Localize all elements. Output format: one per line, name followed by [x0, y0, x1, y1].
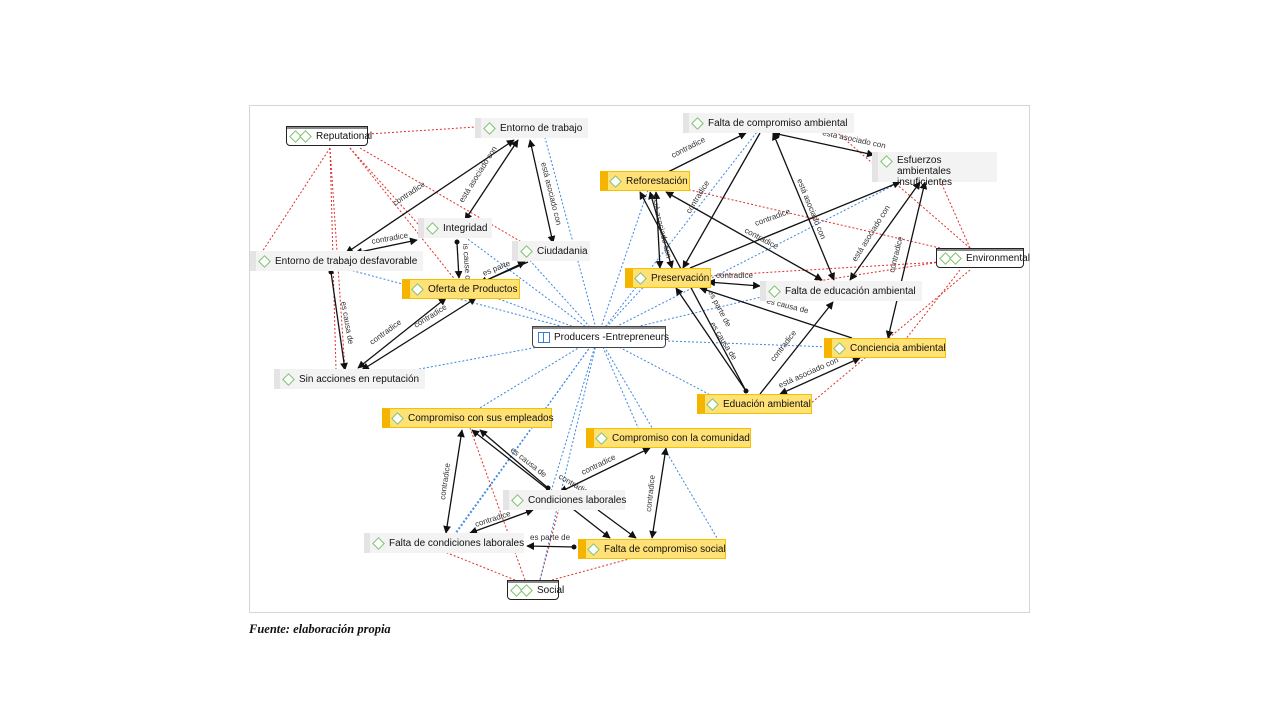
node-label: Falta de compromiso ambiental — [708, 117, 848, 129]
code-icon — [595, 431, 608, 445]
node-sin-acciones-reputacion[interactable]: Sin acciones en reputación — [274, 369, 426, 389]
edge-label: contradice — [412, 302, 449, 329]
edge-label: contradice — [716, 271, 753, 280]
edge-label: es parte de — [530, 533, 571, 542]
code-icon — [258, 254, 271, 268]
code-icon — [609, 174, 622, 188]
node-label: Ciudadania — [537, 245, 588, 257]
node-entorno-desfavorable[interactable]: Entorno de trabajo desfavorable — [250, 251, 424, 271]
node-ciudadania[interactable]: Ciudadania — [512, 241, 590, 261]
node-esfuerzos-ambientales[interactable]: Esfuerzos ambientales insuficientes — [872, 152, 997, 188]
node-label: Reforestación — [626, 175, 688, 187]
code-icon — [299, 129, 312, 143]
edge-label: contradice — [391, 179, 427, 207]
node-falta-compromiso-ambiental[interactable]: Falta de compromiso ambiental — [683, 113, 854, 133]
code-icon — [372, 536, 385, 550]
code-icon — [520, 583, 533, 597]
node-social[interactable]: Social — [507, 580, 564, 600]
node-label: Integridad — [443, 222, 488, 234]
figure-caption: Fuente: elaboración propia — [249, 622, 391, 636]
edge-label: contradice — [644, 474, 657, 512]
node-falta-compromiso-social[interactable]: Falta de compromiso social — [578, 539, 726, 559]
node-entorno-trabajo[interactable]: Entorno de trabajo — [475, 118, 589, 138]
edge-label: contradice — [368, 317, 404, 346]
relation-arrows — [330, 130, 928, 551]
node-compromiso-comunidad[interactable]: Compromiso con la comunidad — [586, 428, 751, 448]
node-label: Eduación ambiental — [723, 398, 811, 410]
code-icon — [768, 284, 781, 298]
code-icon — [706, 397, 719, 411]
code-icon — [833, 341, 846, 355]
node-environmental[interactable]: Environmental — [936, 248, 1030, 268]
node-oferta-productos[interactable]: Oferta de Productos — [402, 279, 520, 299]
node-label: Entorno de trabajo — [500, 122, 583, 134]
node-label-line: insuficientes — [897, 177, 953, 188]
node-producers-entrepreneurs[interactable]: Producers -Entrepreneurs — [532, 326, 670, 348]
code-icon — [949, 251, 962, 265]
node-label: Conciencia ambiental — [850, 342, 946, 354]
edge-label: is cause of — [461, 244, 473, 284]
edge-label: contradice — [670, 135, 707, 160]
code-icon — [483, 121, 496, 135]
node-label: Falta de educación ambiental — [785, 285, 916, 297]
code-icon — [634, 271, 647, 285]
code-icon — [282, 372, 295, 386]
node-reforestacion[interactable]: Reforestación — [600, 171, 690, 191]
node-label: Sin acciones en reputación — [299, 373, 420, 385]
edge-label: contradice — [438, 462, 452, 500]
node-condiciones-laborales[interactable]: Condiciones laborales — [503, 490, 627, 510]
node-label: Preservación — [651, 272, 710, 284]
node-label: Condiciones laborales — [528, 494, 627, 506]
code-icon — [411, 282, 424, 296]
node-label: Esfuerzos ambientales insuficientes — [897, 155, 991, 188]
edge-label: está asociado con — [649, 194, 673, 259]
node-integridad[interactable]: Integridad — [418, 218, 492, 238]
code-icon — [511, 493, 524, 507]
node-compromiso-empleados[interactable]: Compromiso con sus empleados — [382, 408, 554, 428]
node-label: Entorno de trabajo desfavorable — [275, 255, 418, 267]
edge-label: está asociado con — [539, 161, 563, 226]
node-label: Compromiso con la comunidad — [612, 432, 750, 444]
edge-label: es causa de — [339, 301, 355, 346]
node-label: Producers -Entrepreneurs — [554, 331, 670, 343]
node-falta-educacion[interactable]: Falta de educación ambiental — [760, 281, 922, 301]
code-icon — [520, 244, 533, 258]
edge-label: contradice — [474, 509, 512, 529]
node-label: Reputational — [316, 130, 373, 142]
code-icon — [391, 411, 404, 425]
code-icon — [587, 542, 600, 556]
node-preservacion[interactable]: Preservación — [625, 268, 711, 288]
node-label: Oferta de Productos — [428, 283, 518, 295]
edge-label: está asociado con — [850, 204, 892, 263]
code-icon — [880, 155, 893, 168]
node-falta-condiciones-laborales[interactable]: Falta de condiciones laborales — [364, 533, 524, 553]
node-label: Environmental — [966, 252, 1030, 264]
node-label: Falta de compromiso social — [604, 543, 726, 555]
node-label: Falta de condiciones laborales — [389, 537, 525, 549]
edge-label: contradice — [754, 207, 792, 228]
code-icon — [426, 221, 439, 235]
node-label: Social — [537, 584, 565, 596]
node-label-line: Esfuerzos ambientales — [897, 155, 951, 177]
edge-label: contradice — [887, 235, 905, 274]
edge-label: está asociado con — [795, 177, 828, 240]
code-icon — [691, 116, 704, 130]
edge-label: contradice — [768, 328, 798, 363]
node-educacion-ambiental[interactable]: Eduación ambiental — [697, 394, 812, 414]
node-label: Compromiso con sus empleados — [408, 412, 554, 424]
node-conciencia-ambiental[interactable]: Conciencia ambiental — [824, 338, 946, 358]
document-icon — [538, 331, 550, 343]
node-reputational[interactable]: Reputational — [286, 126, 372, 146]
